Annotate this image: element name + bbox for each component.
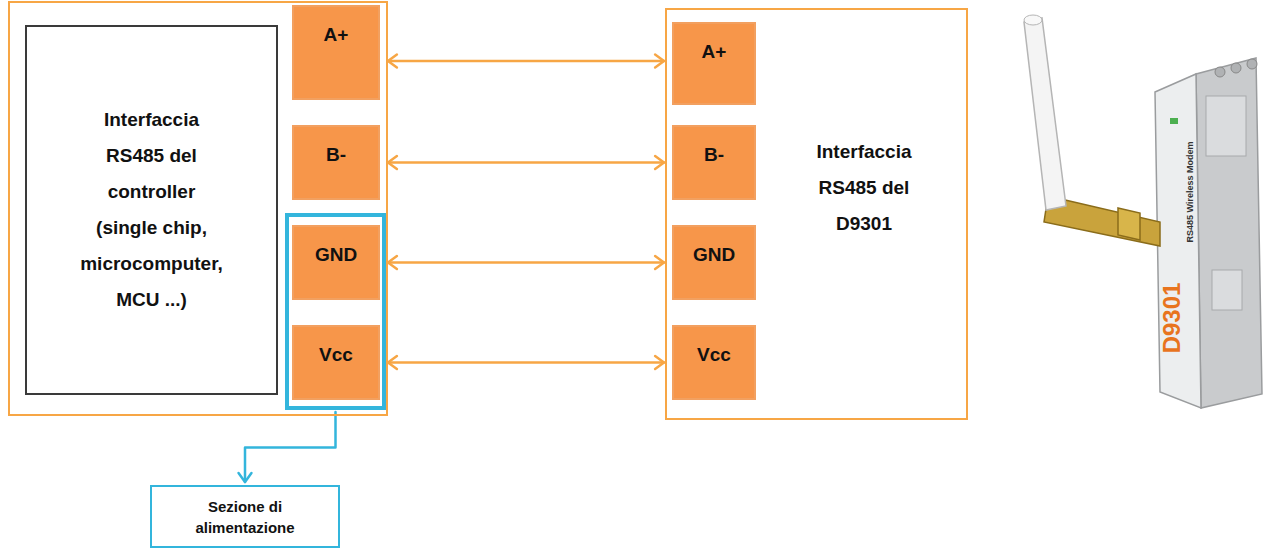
modem-label-area: [1212, 270, 1242, 310]
connector-line: [388, 361, 664, 364]
node-text: Interfaccia RS485 del D9301: [789, 134, 939, 242]
node-text: A+: [324, 23, 349, 47]
terminal-screw: [1215, 67, 1225, 77]
status-led: [1170, 118, 1178, 124]
pin-terminal: A+: [292, 5, 380, 100]
node-text: Interfaccia RS485 del controller (single…: [77, 102, 227, 318]
modem-front-face: [1155, 74, 1201, 408]
connector-arrow: [239, 412, 336, 482]
node-text: B-: [704, 143, 724, 167]
modem-label-area: [1206, 96, 1246, 156]
terminal-screw: [1231, 63, 1241, 73]
pin-terminal: Vcc: [672, 325, 756, 400]
node-text: GND: [693, 243, 735, 267]
arrow-head: [655, 55, 664, 68]
connector-line: [388, 60, 664, 63]
arrow-head: [388, 256, 397, 269]
node-text: Vcc: [319, 343, 353, 367]
callout-box: Sezione di alimentazione: [150, 485, 340, 548]
pin-terminal: GND: [292, 225, 380, 300]
connector-arrow: [388, 55, 664, 68]
pin-terminal: Vcc: [292, 325, 380, 400]
arrow-head: [239, 473, 252, 482]
arrow-head: [655, 356, 664, 369]
modem-side-face: [1196, 58, 1262, 408]
connector-line: [388, 261, 664, 264]
antenna-nut: [1118, 208, 1140, 240]
antenna-rod: [1024, 18, 1066, 210]
connector-arrow: [388, 156, 664, 169]
pin-terminal: B-: [672, 125, 756, 200]
controller-panel: Interfaccia RS485 del controller (single…: [8, 1, 388, 416]
connector-arrow: [388, 256, 664, 269]
pin-terminal: A+: [672, 22, 756, 105]
arrow-head: [388, 356, 397, 369]
node-text: Vcc: [697, 343, 731, 367]
arrow-head: [388, 55, 397, 68]
node-text: A+: [702, 40, 727, 64]
connector-line: [388, 161, 664, 164]
arrow-head: [388, 156, 397, 169]
pin-terminal: GND: [672, 225, 756, 300]
antenna-tip: [1024, 15, 1042, 25]
node-text: B-: [326, 143, 346, 167]
node-text: Sezione di alimentazione: [165, 496, 325, 538]
connector-arrow: [388, 356, 664, 369]
power-bracket: GND Vcc: [285, 213, 386, 410]
node-text: GND: [315, 243, 357, 267]
device-label: RS485 Wireless Modem: [1185, 142, 1195, 243]
pin-terminal: B-: [292, 125, 380, 200]
controller-box: Interfaccia RS485 del controller (single…: [25, 25, 278, 395]
arrow-head: [655, 256, 664, 269]
modem-panel: Interfaccia RS485 del D9301 A+ B- GND Vcc: [665, 8, 968, 420]
arrow-head: [655, 156, 664, 169]
terminal-screw: [1247, 59, 1257, 69]
device-label: D9301: [1158, 283, 1186, 354]
connector-line: [245, 412, 336, 482]
